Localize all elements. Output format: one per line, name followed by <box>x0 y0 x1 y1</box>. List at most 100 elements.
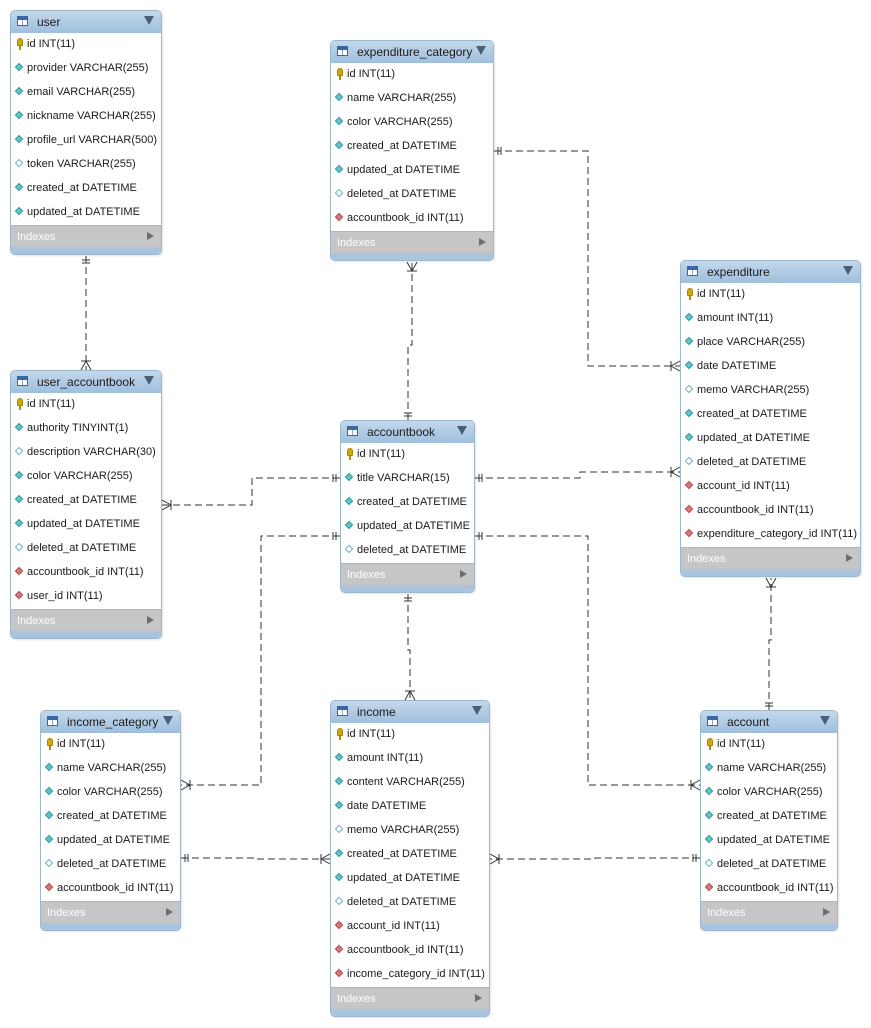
table-account[interactable]: account id INT(11)name VARCHAR(255)color… <box>700 710 838 931</box>
column-row[interactable]: id INT(11) <box>41 733 180 757</box>
column-row[interactable]: place VARCHAR(255) <box>681 331 860 355</box>
column-row[interactable]: income_category_id INT(11) <box>331 963 489 987</box>
indexes-section[interactable]: Indexes <box>41 901 180 923</box>
table-expenditure[interactable]: expenditure id INT(11)amount INT(11)plac… <box>680 260 861 577</box>
collapse-arrow-icon[interactable] <box>472 706 482 715</box>
column-row[interactable]: updated_at DATETIME <box>11 201 161 225</box>
column-row[interactable]: created_at DATETIME <box>701 805 837 829</box>
column-row[interactable]: accountbook_id INT(11) <box>41 877 180 901</box>
column-row[interactable]: provider VARCHAR(255) <box>11 57 161 81</box>
column-row[interactable]: memo VARCHAR(255) <box>331 819 489 843</box>
column-row[interactable]: id INT(11) <box>681 283 860 307</box>
indexes-section[interactable]: Indexes <box>11 609 161 631</box>
column-row[interactable]: created_at DATETIME <box>11 177 161 201</box>
collapse-arrow-icon[interactable] <box>144 16 154 25</box>
table-income[interactable]: income id INT(11)amount INT(11)content V… <box>330 700 490 1017</box>
expand-arrow-icon[interactable] <box>475 994 482 1002</box>
column-row[interactable]: color VARCHAR(255) <box>331 111 493 135</box>
indexes-section[interactable]: Indexes <box>681 547 860 569</box>
column-row[interactable]: color VARCHAR(255) <box>11 465 161 489</box>
column-row[interactable]: deleted_at DATETIME <box>41 853 180 877</box>
column-row[interactable]: accountbook_id INT(11) <box>331 939 489 963</box>
column-row[interactable]: amount INT(11) <box>331 747 489 771</box>
table-expenditure-category[interactable]: expenditure_category id INT(11)name VARC… <box>330 40 494 261</box>
collapse-arrow-icon[interactable] <box>476 46 486 55</box>
table-accountbook[interactable]: accountbook id INT(11)title VARCHAR(15)c… <box>340 420 475 593</box>
indexes-section[interactable]: Indexes <box>331 987 489 1009</box>
column-row[interactable]: created_at DATETIME <box>331 135 493 159</box>
expand-arrow-icon[interactable] <box>147 616 154 624</box>
column-row[interactable]: expenditure_category_id INT(11) <box>681 523 860 547</box>
column-row[interactable]: id INT(11) <box>341 443 474 467</box>
column-row[interactable]: email VARCHAR(255) <box>11 81 161 105</box>
column-row[interactable]: account_id INT(11) <box>331 915 489 939</box>
collapse-arrow-icon[interactable] <box>843 266 853 275</box>
table-user[interactable]: user id INT(11)provider VARCHAR(255)emai… <box>10 10 162 255</box>
column-row[interactable]: description VARCHAR(30) <box>11 441 161 465</box>
expand-arrow-icon[interactable] <box>166 908 173 916</box>
expand-arrow-icon[interactable] <box>846 554 853 562</box>
collapse-arrow-icon[interactable] <box>820 716 830 725</box>
column-row[interactable]: updated_at DATETIME <box>331 159 493 183</box>
table-header[interactable]: expenditure <box>681 261 860 283</box>
table-header[interactable]: user <box>11 11 161 33</box>
column-row[interactable]: id INT(11) <box>331 723 489 747</box>
column-row[interactable]: deleted_at DATETIME <box>701 853 837 877</box>
expand-arrow-icon[interactable] <box>147 232 154 240</box>
column-row[interactable]: id INT(11) <box>11 33 161 57</box>
column-row[interactable]: id INT(11) <box>331 63 493 87</box>
column-row[interactable]: deleted_at DATETIME <box>11 537 161 561</box>
column-row[interactable]: color VARCHAR(255) <box>701 781 837 805</box>
column-row[interactable]: updated_at DATETIME <box>11 513 161 537</box>
column-row[interactable]: name VARCHAR(255) <box>701 757 837 781</box>
column-row[interactable]: created_at DATETIME <box>331 843 489 867</box>
indexes-section[interactable]: Indexes <box>331 231 493 253</box>
column-row[interactable]: created_at DATETIME <box>11 489 161 513</box>
column-row[interactable]: user_id INT(11) <box>11 585 161 609</box>
column-row[interactable]: name VARCHAR(255) <box>331 87 493 111</box>
column-row[interactable]: authority TINYINT(1) <box>11 417 161 441</box>
indexes-section[interactable]: Indexes <box>341 563 474 585</box>
indexes-section[interactable]: Indexes <box>11 225 161 247</box>
column-row[interactable]: id INT(11) <box>11 393 161 417</box>
expand-arrow-icon[interactable] <box>479 238 486 246</box>
column-row[interactable]: accountbook_id INT(11) <box>331 207 493 231</box>
column-row[interactable]: date DATETIME <box>331 795 489 819</box>
indexes-section[interactable]: Indexes <box>701 901 837 923</box>
column-row[interactable]: deleted_at DATETIME <box>341 539 474 563</box>
column-row[interactable]: updated_at DATETIME <box>331 867 489 891</box>
column-row[interactable]: updated_at DATETIME <box>341 515 474 539</box>
column-row[interactable]: profile_url VARCHAR(500) <box>11 129 161 153</box>
table-header[interactable]: expenditure_category <box>331 41 493 63</box>
column-row[interactable]: name VARCHAR(255) <box>41 757 180 781</box>
column-row[interactable]: token VARCHAR(255) <box>11 153 161 177</box>
column-row[interactable]: title VARCHAR(15) <box>341 467 474 491</box>
table-header[interactable]: account <box>701 711 837 733</box>
column-row[interactable]: memo VARCHAR(255) <box>681 379 860 403</box>
column-row[interactable]: deleted_at DATETIME <box>681 451 860 475</box>
table-income-category[interactable]: income_category id INT(11)name VARCHAR(2… <box>40 710 181 931</box>
column-row[interactable]: color VARCHAR(255) <box>41 781 180 805</box>
column-row[interactable]: updated_at DATETIME <box>41 829 180 853</box>
table-header[interactable]: accountbook <box>341 421 474 443</box>
column-row[interactable]: created_at DATETIME <box>341 491 474 515</box>
collapse-arrow-icon[interactable] <box>144 376 154 385</box>
expand-arrow-icon[interactable] <box>823 908 830 916</box>
column-row[interactable]: deleted_at DATETIME <box>331 891 489 915</box>
column-row[interactable]: created_at DATETIME <box>681 403 860 427</box>
table-header[interactable]: user_accountbook <box>11 371 161 393</box>
collapse-arrow-icon[interactable] <box>163 716 173 725</box>
column-row[interactable]: accountbook_id INT(11) <box>11 561 161 585</box>
column-row[interactable]: created_at DATETIME <box>41 805 180 829</box>
column-row[interactable]: amount INT(11) <box>681 307 860 331</box>
column-row[interactable]: content VARCHAR(255) <box>331 771 489 795</box>
column-row[interactable]: id INT(11) <box>701 733 837 757</box>
column-row[interactable]: accountbook_id INT(11) <box>681 499 860 523</box>
column-row[interactable]: updated_at DATETIME <box>681 427 860 451</box>
collapse-arrow-icon[interactable] <box>457 426 467 435</box>
table-header[interactable]: income <box>331 701 489 723</box>
table-user-accountbook[interactable]: user_accountbook id INT(11)authority TIN… <box>10 370 162 639</box>
column-row[interactable]: accountbook_id INT(11) <box>701 877 837 901</box>
column-row[interactable]: nickname VARCHAR(255) <box>11 105 161 129</box>
column-row[interactable]: account_id INT(11) <box>681 475 860 499</box>
